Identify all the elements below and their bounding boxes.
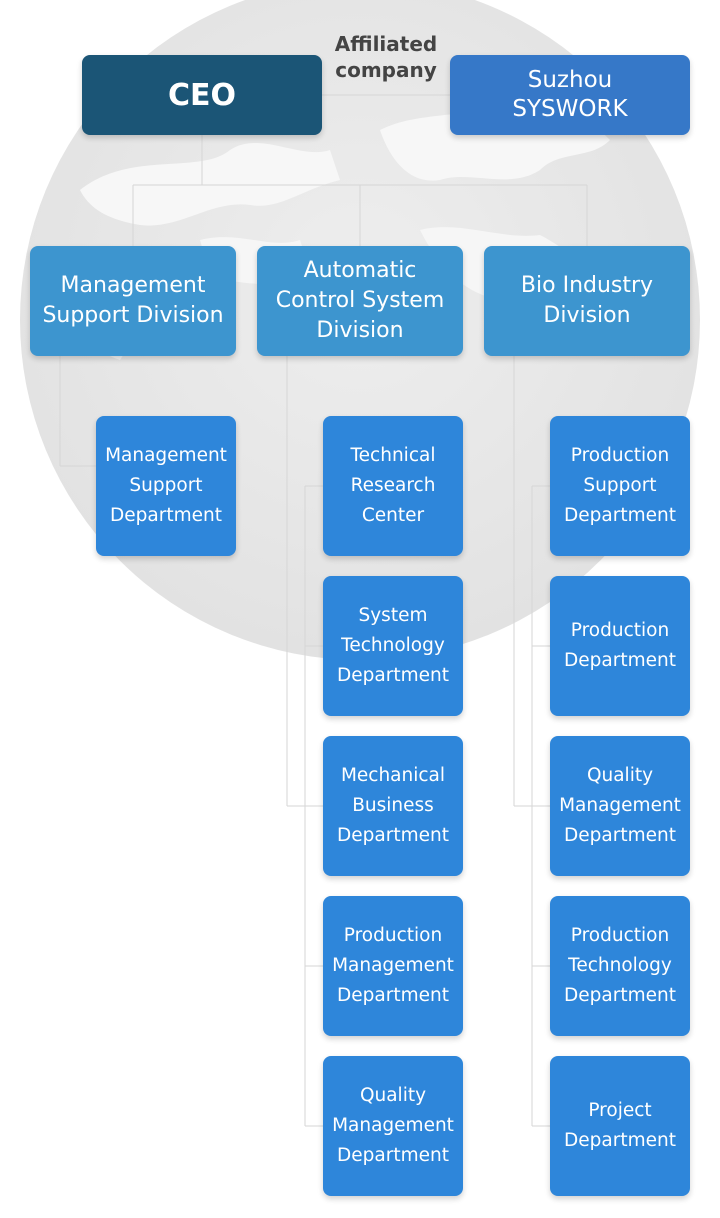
production-support-department-box: Production Support Department [550, 416, 690, 556]
quality-management-department-box: Quality Management Department [323, 1056, 463, 1196]
production-management-department-box: Production Management Department [323, 896, 463, 1036]
affiliated-company-label: Affiliated company [334, 32, 438, 82]
bio-quality-management-department-box: Quality Management Department [550, 736, 690, 876]
technical-research-center-box: Technical Research Center [323, 416, 463, 556]
bio-industry-division-box: Bio Industry Division [484, 246, 690, 356]
project-department-box: Project Department [550, 1056, 690, 1196]
system-technology-department-box: System Technology Department [323, 576, 463, 716]
production-technology-department-box: Production Technology Department [550, 896, 690, 1036]
management-support-department-box: Management Support Department [96, 416, 236, 556]
production-department-box: Production Department [550, 576, 690, 716]
automatic-control-system-division-box: Automatic Control System Division [257, 246, 463, 356]
mechanical-business-department-box: Mechanical Business Department [323, 736, 463, 876]
management-support-division-box: Management Support Division [30, 246, 236, 356]
ceo-box: CEO [82, 55, 322, 135]
affiliate-suzhou-sysuwork-box: Suzhou SYSWORK [450, 55, 690, 135]
